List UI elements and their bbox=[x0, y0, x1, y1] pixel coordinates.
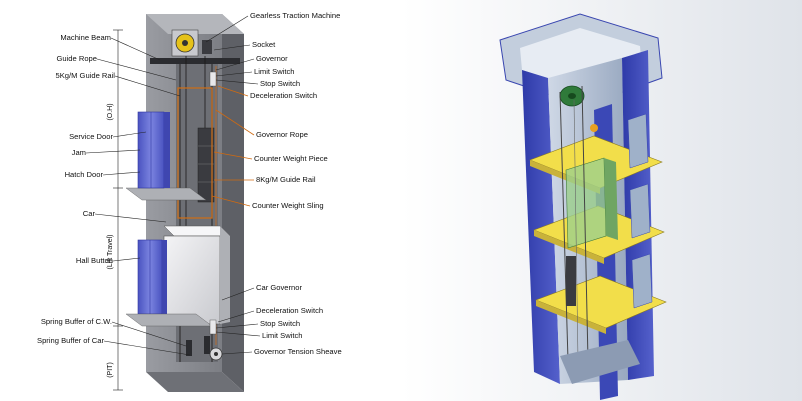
label-counter-weight-piece: Counter Weight Piece bbox=[254, 154, 328, 163]
shaft-top bbox=[146, 14, 244, 34]
label-governor-tension-sheave: Governor Tension Sheave bbox=[254, 347, 342, 356]
label-counter-weight-sling: Counter Weight Sling bbox=[252, 201, 324, 210]
rope-3d bbox=[573, 99, 579, 361]
label-hatch-door: Hatch Door bbox=[65, 170, 104, 179]
doors-3d bbox=[627, 113, 653, 309]
label-deceleration-switch-top: Deceleration Switch bbox=[250, 91, 317, 100]
left-leaders bbox=[85, 37, 191, 356]
dim-pit: (PIT) bbox=[107, 362, 114, 378]
label-spring-buffer-cw: Spring Buffer of C.W. bbox=[41, 317, 112, 326]
shaft-side-wall bbox=[222, 14, 244, 392]
car-3d bbox=[565, 157, 618, 249]
traction-machine bbox=[171, 29, 212, 57]
label-governor-rope: Governor Rope bbox=[256, 130, 308, 139]
label-deceleration-switch-bottom: Deceleration Switch bbox=[256, 306, 323, 315]
label-service-door: Service Door bbox=[69, 132, 113, 141]
rail-3d-left bbox=[559, 91, 569, 361]
label-hall-button: Hall Button bbox=[76, 256, 113, 265]
label-8kg-guide-rail: 8Kg/M Guide Rail bbox=[256, 175, 316, 184]
label-limit-switch-bottom: Limit Switch bbox=[262, 331, 303, 340]
upper-hatch-door bbox=[137, 111, 170, 189]
bottom-switches bbox=[209, 319, 217, 335]
top-switches bbox=[209, 71, 217, 87]
dimension-line bbox=[113, 29, 123, 391]
shaft-pit-floor bbox=[146, 372, 244, 392]
label-stop-switch-top: Stop Switch bbox=[260, 79, 300, 88]
lower-hatch-door bbox=[137, 239, 167, 315]
dim-oh: (O.H) bbox=[107, 103, 114, 120]
rail-3d-right bbox=[581, 85, 589, 361]
label-socket: Socket bbox=[252, 40, 276, 49]
right-leaders bbox=[205, 15, 261, 355]
label-guide-rope: Guide Rope bbox=[56, 54, 97, 63]
label-car: Car bbox=[83, 209, 96, 218]
shaft-cutaway bbox=[113, 14, 244, 392]
right-label-group: Gearless Traction Machine Socket Governo… bbox=[250, 11, 342, 356]
shaft-3d-illustration bbox=[499, 13, 667, 400]
sling-frame bbox=[177, 87, 213, 219]
label-car-governor: Car Governor bbox=[256, 283, 302, 292]
counterweight-3d bbox=[566, 256, 576, 306]
car bbox=[163, 225, 231, 325]
label-governor: Governor bbox=[256, 54, 288, 63]
machine-beam bbox=[150, 58, 240, 64]
label-5kg-guide-rail: 5Kg/M Guide Rail bbox=[55, 71, 115, 80]
traction-machine-3d bbox=[559, 85, 598, 132]
pit-3d bbox=[560, 340, 640, 384]
label-gearless-traction-machine: Gearless Traction Machine bbox=[250, 11, 340, 20]
label-machine-beam: Machine Beam bbox=[60, 33, 111, 42]
label-limit-switch-top: Limit Switch bbox=[254, 67, 295, 76]
label-jam: Jam bbox=[72, 148, 86, 157]
label-stop-switch-bottom: Stop Switch bbox=[260, 319, 300, 328]
left-label-group: Machine Beam Guide Rope 5Kg/M Guide Rail… bbox=[37, 33, 115, 345]
label-spring-buffer-car: Spring Buffer of Car bbox=[37, 336, 104, 345]
counterweight bbox=[197, 127, 215, 203]
dim-lift-travel: (Lift Travel) bbox=[107, 234, 114, 269]
